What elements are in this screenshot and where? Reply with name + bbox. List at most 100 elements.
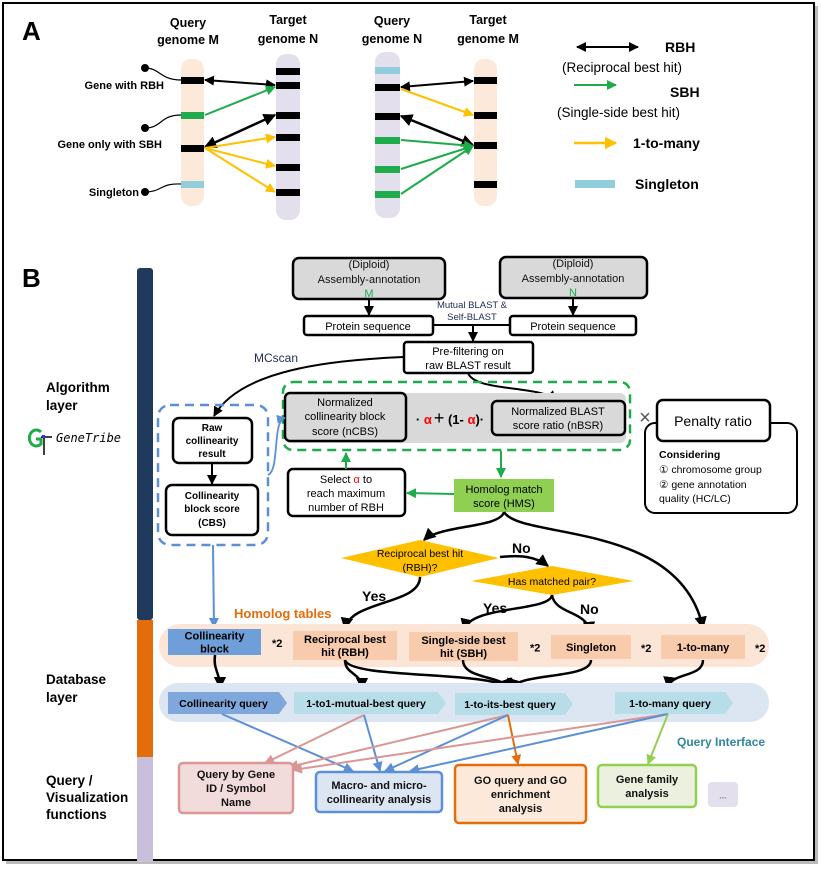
- ncbs-text: Normalized: [317, 397, 373, 409]
- annotation-dot: [141, 64, 149, 72]
- homolog-table-box[interactable]: [168, 629, 261, 655]
- ncbs-text: collinearity block: [305, 411, 386, 423]
- table-multiplier: *2: [530, 643, 540, 655]
- raw-collinearity-text: Raw: [202, 423, 223, 434]
- function-label: enrichment: [491, 789, 551, 801]
- function-label: Name: [221, 797, 251, 809]
- homolog-table-label: block: [200, 644, 230, 656]
- homolog-table-label: 1-to-many: [677, 642, 730, 654]
- function-box[interactable]: [314, 770, 444, 814]
- algorithm-layer-label: Algorithm: [46, 380, 110, 395]
- label-gene-with-rbh: Gene with RBH: [85, 80, 165, 92]
- legend-sbh-full: (Single-side best hit): [557, 105, 680, 120]
- query-button[interactable]: [168, 692, 287, 714]
- homolog-table-label: hit (RBH): [321, 647, 369, 659]
- chromosome-query-m: [181, 59, 204, 206]
- col4-title: genome M: [457, 32, 519, 46]
- homolog-table-label: Collinearity: [185, 631, 246, 643]
- cbs-text: Collinearity: [185, 491, 240, 502]
- homolog-table-label: hit (SBH): [440, 648, 487, 660]
- homolog-table-box[interactable]: [661, 635, 745, 659]
- query-label: Collinearity query: [179, 698, 268, 710]
- gene-bands: [181, 67, 497, 198]
- legend-sbh: SBH: [670, 84, 700, 100]
- homolog-table-box[interactable]: [409, 632, 518, 661]
- function-box[interactable]: [708, 782, 738, 807]
- function-box[interactable]: [596, 763, 698, 809]
- function-label: Gene family: [616, 774, 679, 786]
- assembly-m-label: M: [364, 288, 373, 300]
- decision-rbh-text: Reciprocal best hit: [377, 548, 463, 560]
- multiply-sign: ×: [639, 407, 651, 429]
- select-alpha-text: Select α to: [320, 474, 372, 486]
- homolog-table-box[interactable]: [293, 631, 397, 660]
- legend-one-to-many: 1-to-many: [633, 135, 700, 151]
- mcscan-arrow: [213, 356, 405, 417]
- chromosome-target-m: [474, 59, 497, 206]
- panel-a-letter: A: [22, 16, 41, 46]
- logo-text: GeneTribe: [56, 431, 121, 445]
- penalty-item: ② gene annotation: [659, 479, 747, 491]
- blast-label: Self-BLAST: [447, 312, 497, 323]
- function-box[interactable]: [177, 761, 295, 815]
- database-layer-label: Database: [46, 672, 107, 687]
- query-button[interactable]: [455, 693, 573, 715]
- no-label: No: [512, 540, 531, 556]
- ncbs-text: score (nCBS): [312, 426, 378, 438]
- decision-matched-pair: [471, 566, 634, 595]
- protein-sequence-m-box: [302, 314, 435, 337]
- penalty-ratio-box: [655, 398, 772, 443]
- function-label: analysis: [499, 803, 542, 815]
- assembly-m-text: (Diploid): [349, 259, 390, 271]
- legend-rbh: RBH: [665, 39, 695, 55]
- legend: RBH (Reciprocal best hit) SBH (Single-si…: [557, 39, 700, 192]
- label-gene-only-sbh: Gene only with SBH: [57, 139, 162, 151]
- function-label: ...: [719, 791, 727, 801]
- decision-arrows: [340, 511, 707, 635]
- algorithm-layer-bar: [137, 268, 153, 620]
- nbsr-box: [490, 399, 627, 437]
- homolog-table-label: Single-side best: [421, 635, 506, 647]
- raw-collinearity-text: collinearity: [186, 436, 239, 447]
- cbs-text: block score: [184, 504, 240, 515]
- homolog-table-box[interactable]: [551, 635, 631, 659]
- database-layer-label: layer: [46, 690, 78, 705]
- function-label: ID / Symbol: [206, 783, 266, 795]
- function-links: [221, 713, 669, 774]
- penalty-ratio-title: Penalty ratio: [674, 413, 752, 429]
- raw-collinearity-text: result: [198, 449, 226, 460]
- formula: · α+ (1- α)·: [416, 408, 484, 428]
- hms-box: [454, 479, 554, 512]
- query-button[interactable]: [615, 692, 733, 714]
- hms-text: score (HMS): [473, 498, 535, 510]
- annotation-dot: [141, 188, 149, 196]
- table-multiplier: *2: [272, 638, 282, 650]
- protein-sequence-n-box: [508, 314, 638, 337]
- assembly-n-text: (Diploid): [553, 258, 594, 270]
- cbs-box: [164, 483, 260, 537]
- query-layer-label: functions: [46, 807, 107, 822]
- function-label: Macro- and micro-: [331, 780, 427, 792]
- table-multiplier: *2: [641, 643, 651, 655]
- panel-b-letter: B: [22, 263, 41, 293]
- homolog-tables-label: Homolog tables: [234, 606, 332, 621]
- assembly-n-label: N: [569, 287, 577, 299]
- prefilter-text: Pre-filtering on: [432, 346, 504, 358]
- query-label: 1-to-many query: [629, 698, 711, 710]
- assembly-n-text: Assembly-annotation: [522, 273, 625, 285]
- query-button[interactable]: [294, 692, 446, 714]
- yes-label: Yes: [483, 600, 507, 616]
- penalty-item: ① chromosome group: [659, 464, 762, 476]
- mcscan-label: MCscan: [254, 351, 298, 365]
- function-label: GO query and GO: [474, 775, 567, 787]
- database-layer-bar: [137, 620, 153, 757]
- assembly-m-text: Assembly-annotation: [318, 274, 421, 286]
- function-box[interactable]: [453, 763, 588, 825]
- select-alpha-text: number of RBH: [308, 502, 384, 514]
- query-label: 1-to1-mutual-best query: [306, 698, 426, 710]
- function-label: Query by Gene: [197, 769, 275, 781]
- query-layer-label: Visualization: [46, 790, 128, 805]
- protein-sequence-n: Protein sequence: [530, 321, 616, 333]
- algorithm-layer-label: layer: [46, 398, 78, 413]
- cbs-to-table-arrow: [208, 544, 219, 628]
